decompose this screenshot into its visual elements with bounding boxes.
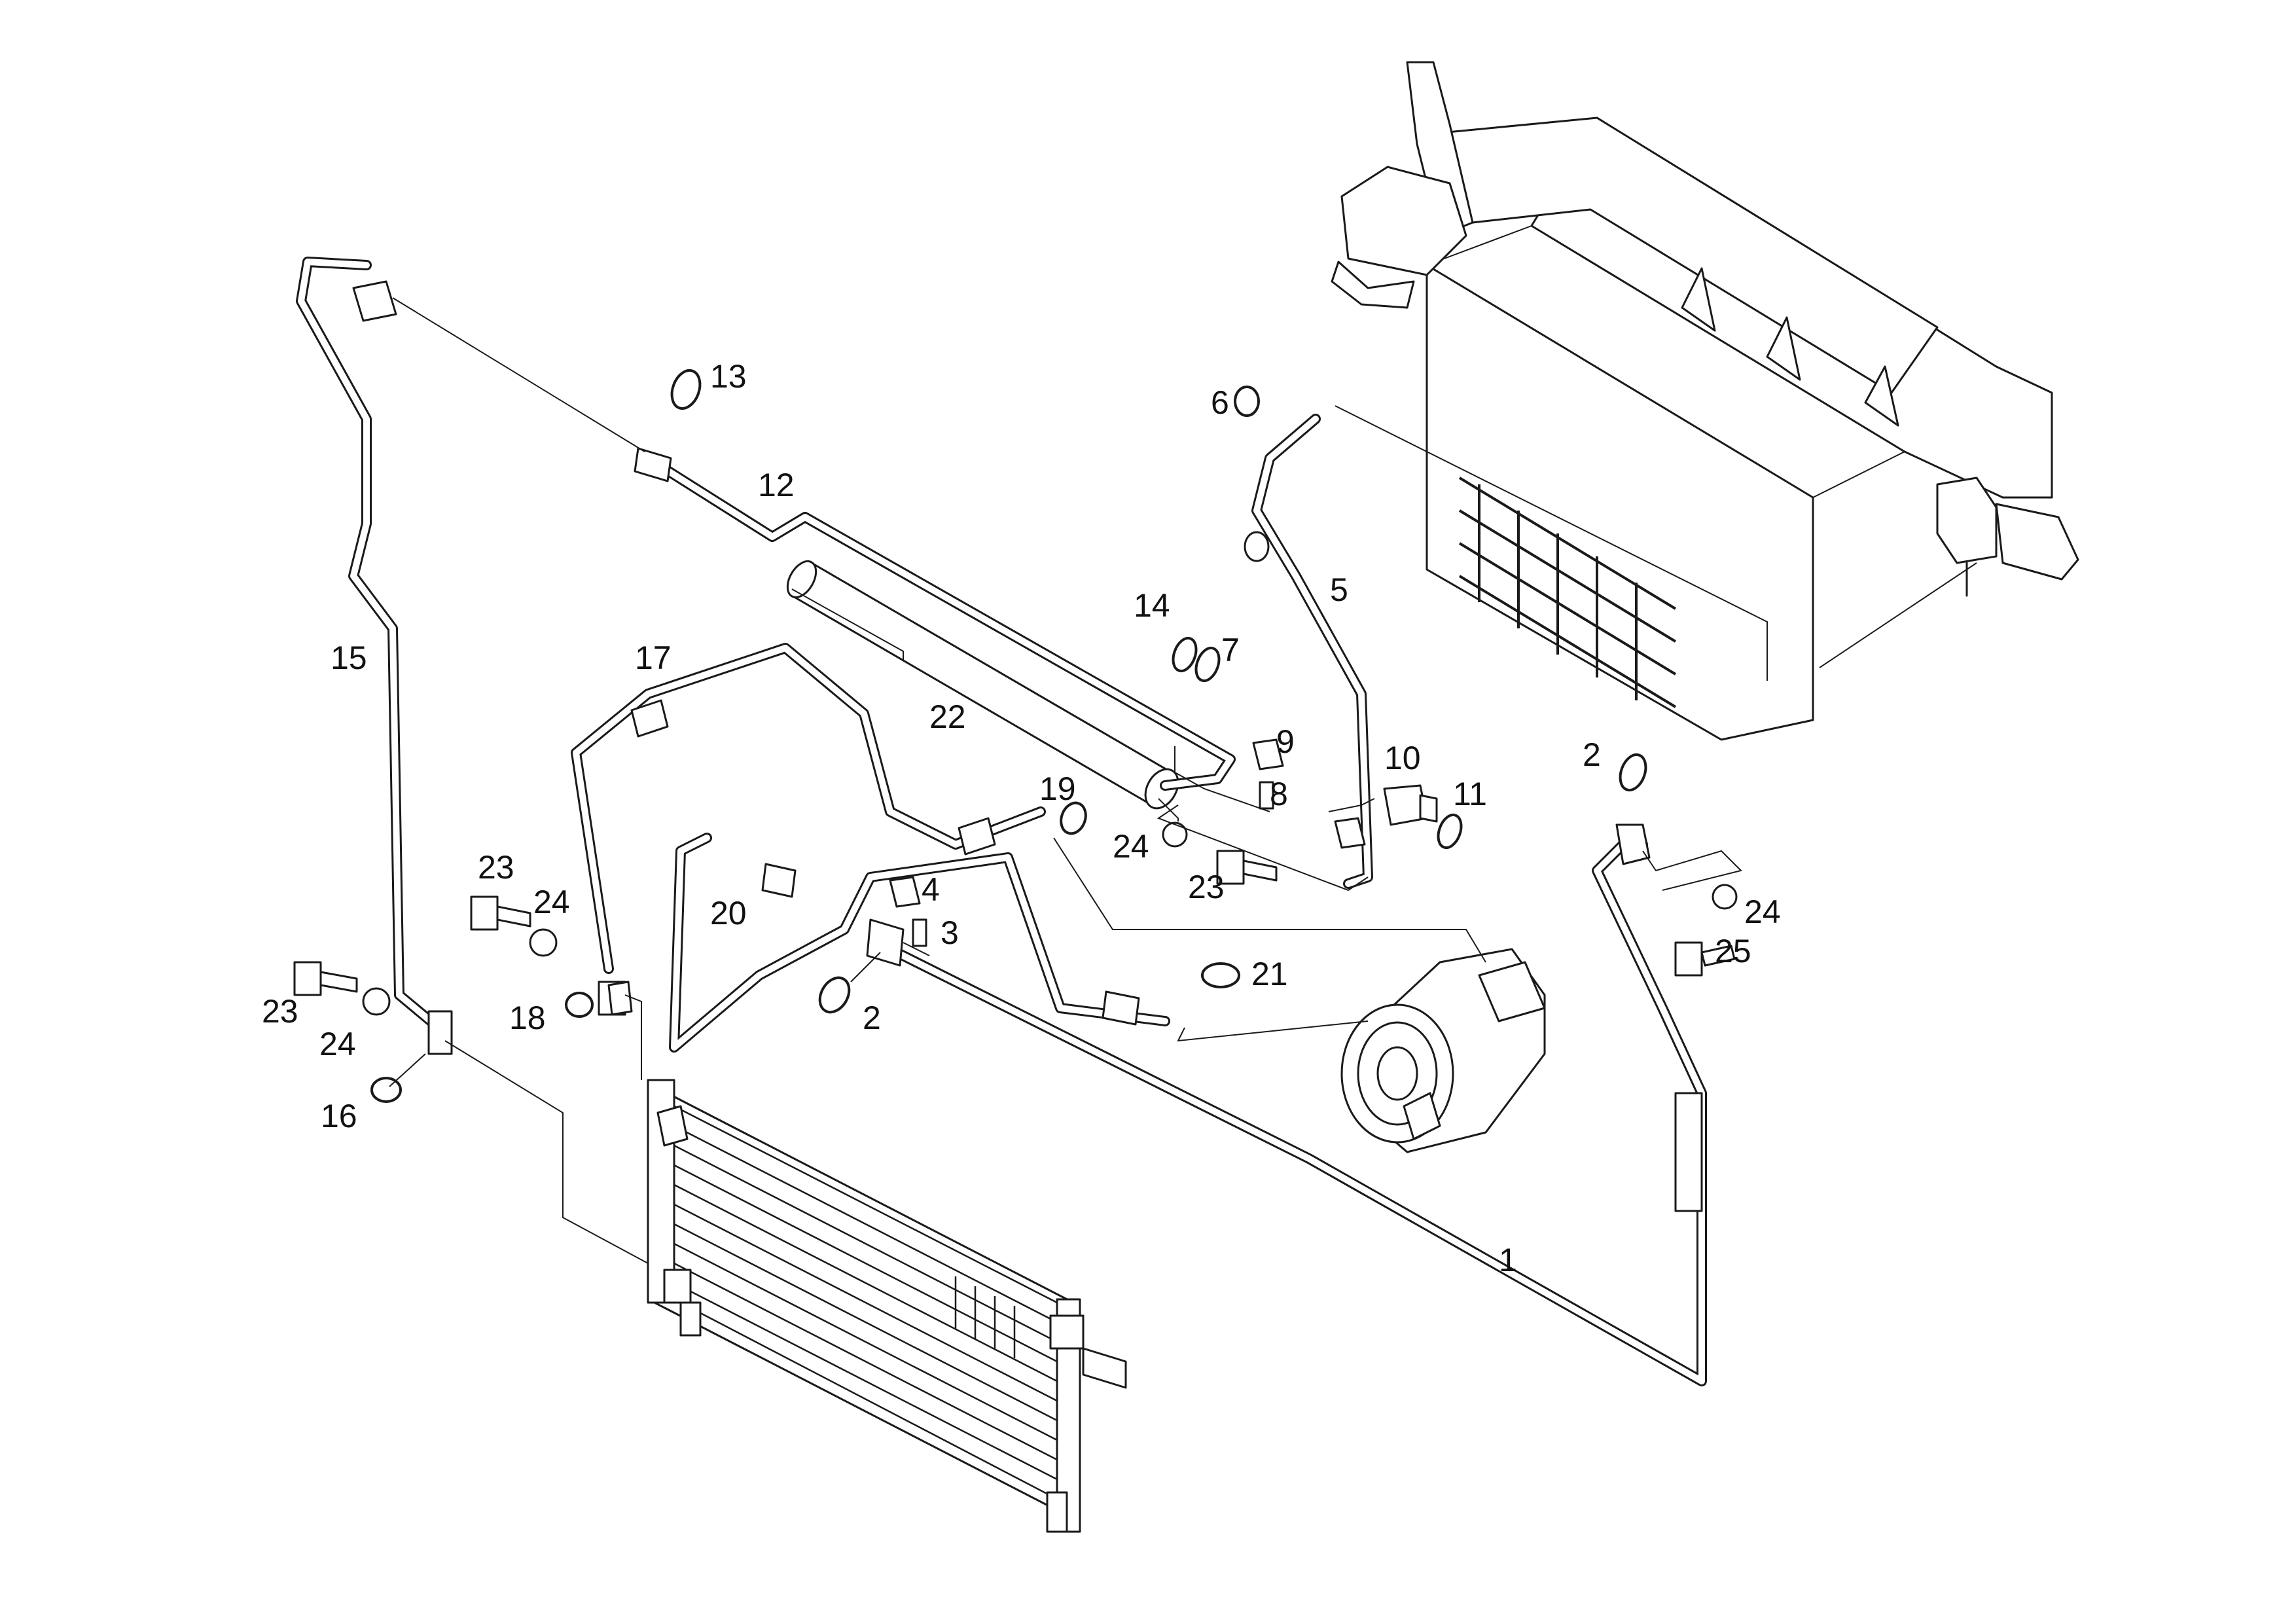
pipe-5 (1244, 414, 1373, 889)
callout-6: 6 (1211, 384, 1229, 421)
callout-11: 11 (1453, 776, 1487, 812)
o-rings (370, 369, 1647, 1103)
callout-23: 23 (1188, 869, 1225, 905)
callout-16: 16 (321, 1098, 357, 1134)
callout-2: 2 (863, 1000, 881, 1036)
callout-1: 1 (1499, 1242, 1517, 1278)
callout-24: 24 (319, 1026, 356, 1062)
pipe-12 (634, 447, 1236, 791)
callout-17: 17 (635, 640, 672, 676)
callout-24: 24 (533, 884, 570, 920)
receiver-drier (786, 560, 1179, 810)
callout-14: 14 (1134, 587, 1170, 624)
compressor (1340, 948, 1546, 1153)
callout-10: 10 (1384, 740, 1421, 776)
callout-24: 24 (1744, 893, 1781, 930)
callout-22: 22 (929, 698, 966, 735)
pipe-1 (866, 823, 1707, 1386)
callout-20: 20 (710, 895, 747, 931)
evaporator-unit (1331, 61, 2079, 741)
callout-25: 25 (1715, 933, 1751, 969)
callout-9: 9 (1276, 723, 1295, 760)
callout-23: 23 (478, 849, 514, 886)
condenser (647, 1079, 1127, 1533)
callout-18: 18 (509, 1000, 546, 1036)
callout-23: 23 (262, 993, 298, 1030)
condenser-fins (673, 1105, 1058, 1500)
callout-12: 12 (758, 467, 795, 503)
callout-13: 13 (710, 358, 747, 395)
leader-lines (389, 297, 1977, 1264)
callout-7: 7 (1221, 632, 1240, 668)
hose-15 (296, 257, 453, 1055)
hose-20 (669, 833, 1170, 1053)
fittings-bolts (293, 738, 1738, 1016)
callout-3: 3 (941, 914, 959, 951)
callout-21: 21 (1251, 956, 1288, 992)
evaporator-grille (1458, 477, 1677, 708)
callout-2: 2 (1583, 736, 1601, 773)
callout-8: 8 (1270, 776, 1288, 812)
hose-17 (571, 643, 1046, 1016)
callout-19: 19 (1039, 770, 1076, 807)
callout-15: 15 (331, 640, 367, 676)
callout-labels: 1 2 2 3 4 5 6 7 8 9 10 11 12 13 14 15 16… (262, 358, 1781, 1278)
callout-4: 4 (922, 871, 940, 908)
callout-5: 5 (1330, 571, 1348, 608)
callout-24: 24 (1113, 828, 1149, 865)
